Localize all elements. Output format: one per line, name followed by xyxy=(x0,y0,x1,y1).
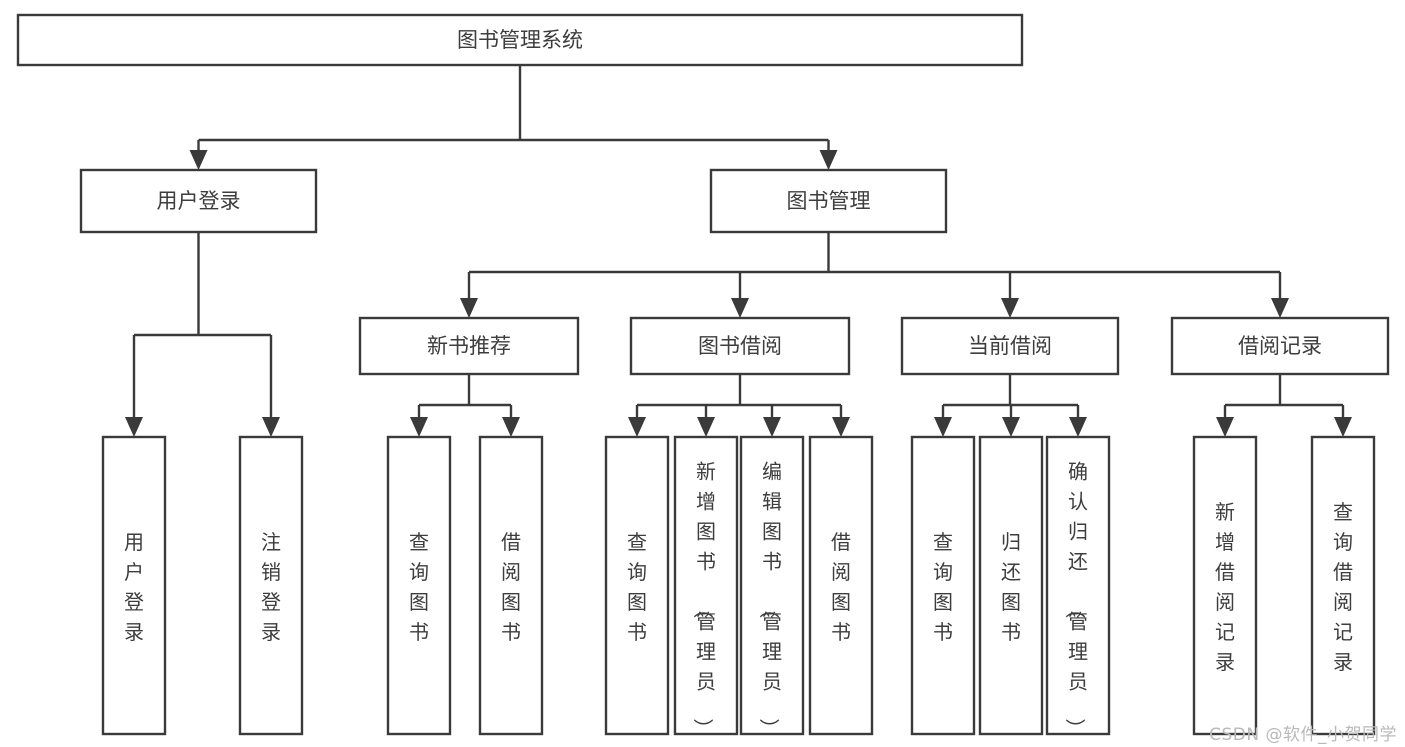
connector-current-to-leaves xyxy=(934,374,1087,437)
node-label-leaf-query-record: 查询借阅记录 xyxy=(1333,500,1353,674)
node-label-new-book-recommend: 新书推荐 xyxy=(427,334,511,358)
node-label-leaf-logout: 注销登录 xyxy=(261,530,281,644)
node-current-borrow[interactable]: 当前借阅 xyxy=(900,316,1120,376)
node-label-leaf-add-record: 新增借阅记录 xyxy=(1215,500,1235,674)
arrowhead xyxy=(1271,298,1289,318)
arrowhead xyxy=(262,417,280,437)
node-box-leaf-query-book-borrow xyxy=(604,435,670,736)
node-box-current-borrow xyxy=(900,316,1120,376)
node-leaf-edit-book[interactable]: 编辑图书（管理员） xyxy=(739,435,805,738)
node-label-leaf-borrow-book-rec: 借阅图书 xyxy=(501,530,521,644)
node-leaf-return-book[interactable]: 归还图书 xyxy=(978,435,1044,736)
arrowhead xyxy=(125,417,143,437)
connector-rec-to-leaves xyxy=(410,374,520,437)
arrowhead xyxy=(1216,417,1234,437)
node-borrow-record[interactable]: 借阅记录 xyxy=(1170,316,1390,376)
node-leaf-query-record[interactable]: 查询借阅记录 xyxy=(1310,435,1376,736)
node-label-current-borrow: 当前借阅 xyxy=(968,334,1052,358)
arrowhead xyxy=(628,417,646,437)
node-label-book-borrow: 图书借阅 xyxy=(698,334,782,358)
arrowhead xyxy=(1334,417,1352,437)
node-box-user-login xyxy=(79,168,318,234)
diagram-nodes-layer: 图书管理系统用户登录图书管理新书推荐图书借阅当前借阅借阅记录用户登录注销登录查询… xyxy=(16,13,1390,738)
node-leaf-query-book-cur[interactable]: 查询图书 xyxy=(910,435,976,736)
arrowhead xyxy=(1001,298,1019,318)
arrowhead xyxy=(410,417,428,437)
node-leaf-confirm-return[interactable]: 确认归还（管理员） xyxy=(1045,435,1111,738)
arrowhead xyxy=(731,298,749,318)
node-book-management[interactable]: 图书管理 xyxy=(709,168,948,234)
node-new-book-recommend[interactable]: 新书推荐 xyxy=(358,316,580,376)
node-label-borrow-record: 借阅记录 xyxy=(1238,334,1322,358)
node-leaf-query-book-borrow[interactable]: 查询图书 xyxy=(604,435,670,736)
node-box-borrow-record xyxy=(1170,316,1390,376)
node-label-root: 图书管理系统 xyxy=(457,28,583,52)
node-label-leaf-query-book-rec: 查询图书 xyxy=(409,530,429,644)
node-root[interactable]: 图书管理系统 xyxy=(16,13,1024,67)
node-leaf-borrow-book-rec[interactable]: 借阅图书 xyxy=(478,435,544,736)
node-leaf-user-login[interactable]: 用户登录 xyxy=(101,435,167,736)
node-label-book-management: 图书管理 xyxy=(787,189,871,213)
node-label-user-login: 用户登录 xyxy=(157,189,241,213)
arrowhead xyxy=(934,417,952,437)
node-label-leaf-add-book: 新增图书（管理员） xyxy=(691,459,716,738)
arrowhead xyxy=(1069,417,1087,437)
node-box-book-management xyxy=(709,168,948,234)
node-box-leaf-add-book xyxy=(673,435,739,736)
arrowhead xyxy=(189,150,208,170)
node-leaf-add-book[interactable]: 新增图书（管理员） xyxy=(673,435,739,738)
node-leaf-query-book-rec[interactable]: 查询图书 xyxy=(386,435,452,736)
node-box-leaf-return-book xyxy=(978,435,1044,736)
arrowhead xyxy=(763,417,781,437)
arrowhead xyxy=(819,150,838,170)
node-label-leaf-confirm-return: 确认归还（管理员） xyxy=(1063,459,1088,738)
connector-root-to-level2 xyxy=(189,65,838,170)
csdn-watermark: CSDN @软件_小贺同学 xyxy=(1209,725,1397,745)
connector-record-to-leaves xyxy=(1216,374,1352,437)
connector-borrow-to-leaves xyxy=(628,374,850,437)
node-label-leaf-query-book-cur: 查询图书 xyxy=(933,530,953,644)
node-label-leaf-borrow-book: 借阅图书 xyxy=(831,530,851,644)
node-box-root xyxy=(16,13,1024,67)
arrowhead xyxy=(832,417,850,437)
node-label-leaf-user-login: 用户登录 xyxy=(124,530,144,644)
node-box-leaf-query-book-rec xyxy=(386,435,452,736)
node-box-leaf-query-book-cur xyxy=(910,435,976,736)
node-label-leaf-edit-book: 编辑图书（管理员） xyxy=(757,459,782,738)
node-box-leaf-edit-book xyxy=(739,435,805,736)
node-box-leaf-borrow-book xyxy=(808,435,874,736)
node-leaf-add-record[interactable]: 新增借阅记录 xyxy=(1192,435,1258,736)
node-box-leaf-user-login xyxy=(101,435,167,736)
arrowhead xyxy=(460,298,478,318)
node-box-book-borrow xyxy=(629,316,851,376)
node-leaf-borrow-book[interactable]: 借阅图书 xyxy=(808,435,874,736)
node-user-login[interactable]: 用户登录 xyxy=(79,168,318,234)
connector-userlogin-to-leaves xyxy=(125,232,280,437)
node-label-leaf-query-book-borrow: 查询图书 xyxy=(627,530,647,644)
node-box-leaf-query-record xyxy=(1310,435,1376,736)
node-book-borrow[interactable]: 图书借阅 xyxy=(629,316,851,376)
arrowhead xyxy=(697,417,715,437)
node-box-leaf-confirm-return xyxy=(1045,435,1111,736)
arrowhead xyxy=(502,417,520,437)
connector-edges-layer xyxy=(125,65,1352,437)
node-box-new-book-recommend xyxy=(358,316,580,376)
node-leaf-logout[interactable]: 注销登录 xyxy=(238,435,304,736)
node-box-leaf-add-record xyxy=(1192,435,1258,736)
node-label-leaf-return-book: 归还图书 xyxy=(1001,530,1021,644)
node-box-leaf-logout xyxy=(238,435,304,736)
connector-bookmgmt-to-level3 xyxy=(460,232,1289,318)
arrowhead xyxy=(1002,417,1020,437)
node-box-leaf-borrow-book-rec xyxy=(478,435,544,736)
